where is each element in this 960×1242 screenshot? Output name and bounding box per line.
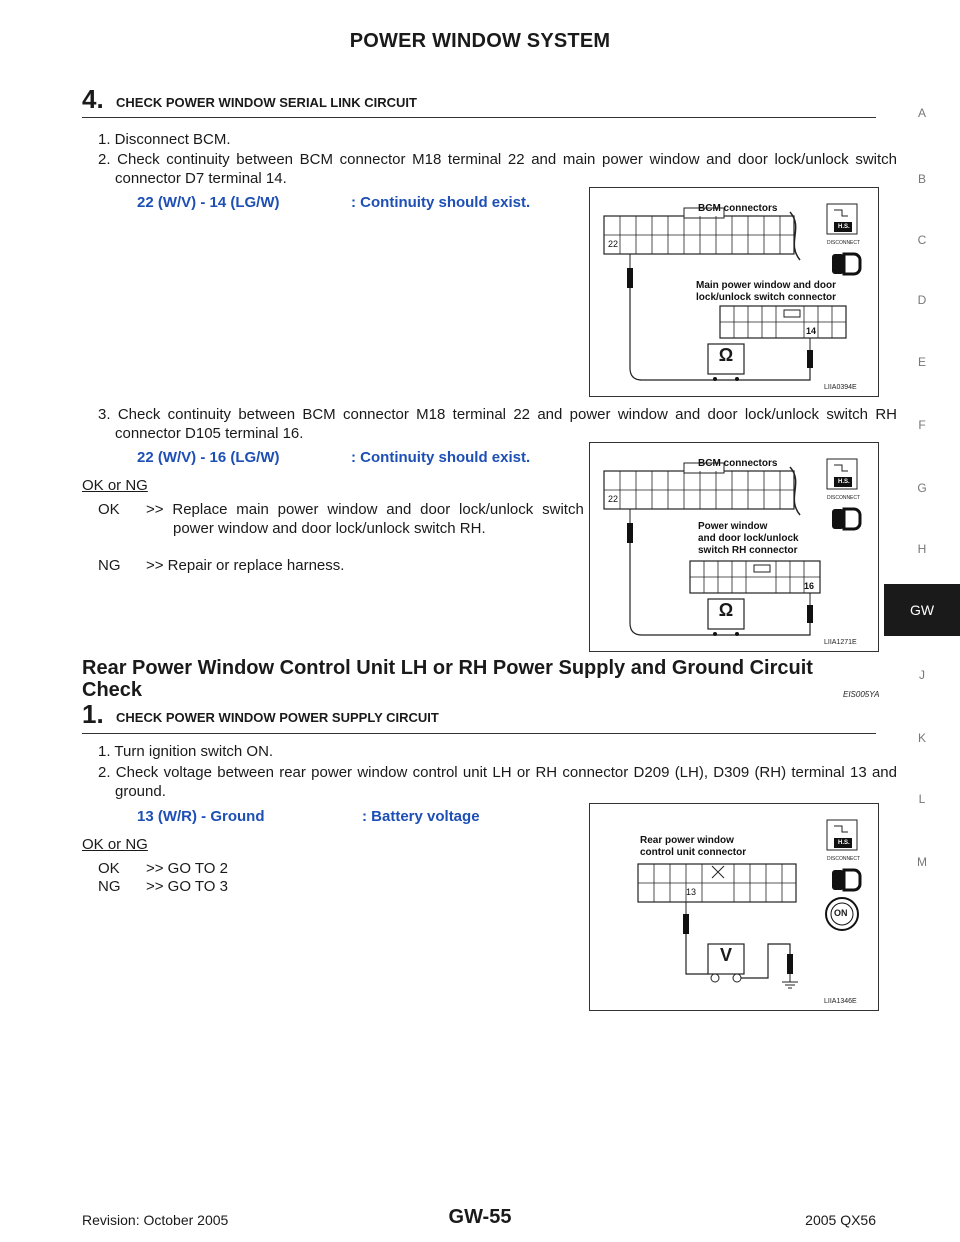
step-divider (82, 117, 876, 118)
index-tab-j[interactable]: J (919, 668, 925, 682)
diagram-bcm-to-rh-switch: BCM connectors 22 Power window and door … (589, 442, 879, 652)
index-tab-k[interactable]: K (917, 731, 926, 745)
voltmeter-icon: V (719, 945, 732, 965)
step-item: 1. Turn ignition switch ON. (98, 743, 274, 760)
step-number: 1. (82, 699, 104, 729)
spec-right: : Continuity should exist. (351, 194, 531, 211)
ok-result: >> Replace main power window and door lo… (146, 501, 606, 537)
diagram-drawing (603, 458, 862, 636)
terminal-label: 14 (806, 326, 817, 336)
connector-label: BCM connectors (698, 203, 778, 214)
ng-label: NG (98, 878, 121, 895)
page-number: GW-55 (448, 1206, 512, 1228)
footer-model: 2005 QX56 (805, 1212, 876, 1228)
spec-right: : Battery voltage (362, 808, 480, 825)
spec-right: : Continuity should exist. (351, 449, 531, 466)
connector-label: Power window (698, 521, 768, 532)
connector-label: switch RH connector (698, 545, 798, 556)
index-tab-d[interactable]: D (917, 293, 927, 307)
page-title: POWER WINDOW SYSTEM (349, 30, 611, 52)
terminal-label: 16 (804, 581, 815, 591)
connector-label: lock/unlock switch connector (696, 292, 837, 303)
step-item: 2. Check voltage between rear power wind… (98, 764, 897, 800)
ohm-meter-icon: Ω (718, 345, 734, 365)
step-item: 1. Disconnect BCM. (98, 131, 231, 148)
ng-label: NG (98, 557, 121, 574)
index-tab-f[interactable]: F (918, 418, 926, 432)
ignition-on-icon: ON (834, 908, 848, 918)
step-title: CHECK POWER WINDOW POWER SUPPLY CIRCUIT (116, 710, 439, 725)
hs-icon-label: H.S. (838, 224, 850, 230)
ng-result: >> GO TO 3 (146, 878, 228, 895)
figure-id: LIIA0394E (824, 384, 857, 391)
index-tab-c[interactable]: C (917, 233, 927, 247)
ohm-meter-icon: Ω (718, 600, 734, 620)
connector-label: Main power window and door (696, 280, 836, 291)
ok-ng-heading: OK or NG (82, 836, 148, 853)
terminal-label: 22 (608, 494, 619, 504)
section-heading: Rear Power Window Control Unit LH or RH … (82, 657, 813, 701)
index-tab-b[interactable]: B (917, 172, 926, 186)
step-divider (82, 733, 876, 734)
diagram-drawing (603, 203, 862, 381)
index-tab-a[interactable]: A (917, 106, 926, 120)
disconnect-label: DISCONNECT (827, 240, 861, 246)
ok-label: OK (98, 501, 120, 518)
terminal-label: 22 (608, 239, 619, 249)
spec-left: 22 (W/V) - 16 (LG/W) (137, 449, 280, 466)
step-number: 4. (82, 84, 104, 114)
diagram-bcm-to-main-switch: BCM connectors 22 Main power window and … (589, 187, 879, 397)
section-code: EIS005YA (843, 690, 880, 699)
connector-label: and door lock/unlock (698, 533, 799, 544)
diagram-drawing (637, 819, 862, 989)
ok-result: >> GO TO 2 (146, 860, 228, 877)
terminal-label: 13 (686, 887, 697, 897)
step-item: 3. Check continuity between BCM connecto… (98, 406, 897, 442)
step-title: CHECK POWER WINDOW SERIAL LINK CIRCUIT (116, 95, 417, 110)
disconnect-label: DISCONNECT (827, 856, 861, 862)
connector-label: Rear power window (640, 835, 734, 846)
hs-icon-label: H.S. (838, 840, 850, 846)
figure-id: LIIA1346E (824, 998, 857, 1005)
index-tab-h[interactable]: H (917, 542, 927, 556)
footer-revision: Revision: October 2005 (82, 1212, 229, 1228)
ok-ng-heading: OK or NG (82, 477, 148, 494)
figure-id: LIIA1271E (824, 639, 857, 646)
connector-label: BCM connectors (698, 458, 778, 469)
hs-icon-label: H.S. (838, 479, 850, 485)
spec-left: 13 (W/R) - Ground (137, 808, 265, 825)
index-tab-gw-active[interactable]: GW (884, 584, 960, 636)
index-tab-e[interactable]: E (917, 355, 926, 369)
index-tab-l[interactable]: L (918, 792, 926, 806)
index-tab-g[interactable]: G (917, 481, 927, 495)
ok-label: OK (98, 860, 120, 877)
index-tab-m[interactable]: M (917, 855, 927, 869)
disconnect-label: DISCONNECT (827, 495, 861, 501)
connector-label: control unit connector (640, 847, 747, 858)
ng-result: >> Repair or replace harness. (146, 557, 345, 574)
step-item: 2. Check continuity between BCM connecto… (98, 151, 897, 187)
spec-left: 22 (W/V) - 14 (LG/W) (137, 194, 280, 211)
diagram-rear-control-unit-voltage: Rear power window control unit connector… (589, 803, 879, 1011)
